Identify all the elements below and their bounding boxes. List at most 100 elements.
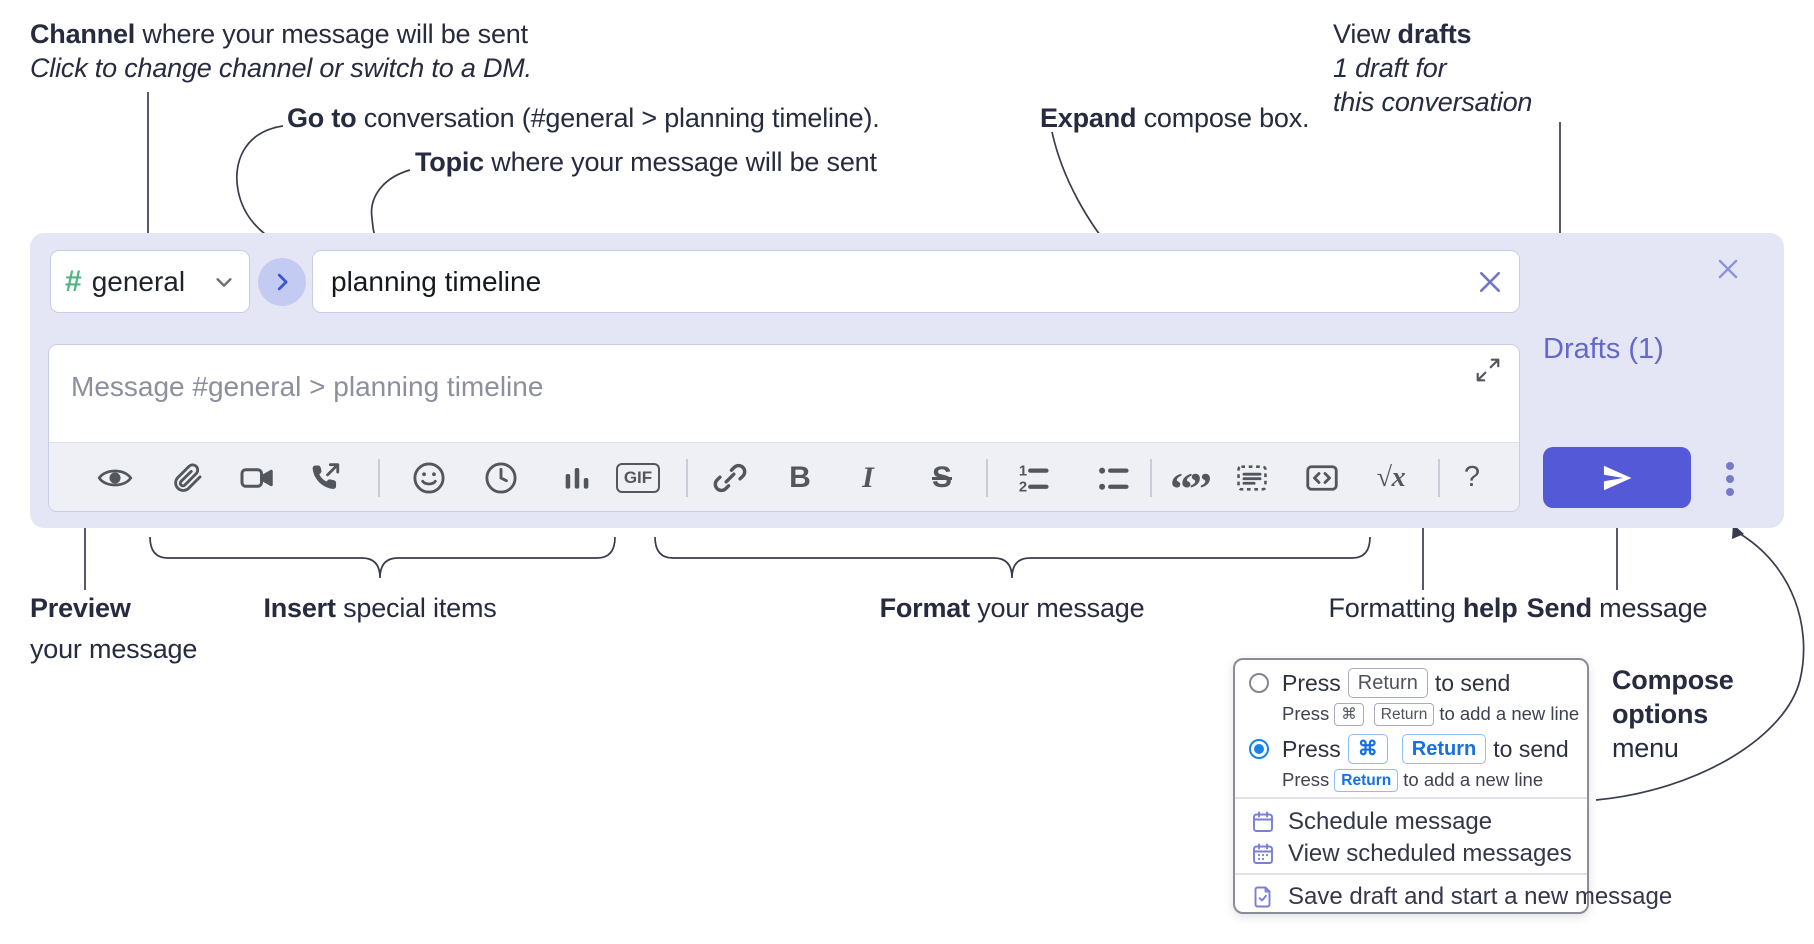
formatting-help-annotation: Formatting help	[1328, 593, 1518, 623]
return-keycap: Return	[1334, 768, 1399, 792]
italic-button[interactable]: I	[842, 452, 894, 504]
code-block-button[interactable]	[1226, 452, 1278, 504]
formatting-help-button[interactable]: ?	[1446, 452, 1498, 504]
video-clip-button[interactable]	[231, 452, 283, 504]
cmd-keycap: ⌘	[1334, 702, 1364, 726]
link-icon	[713, 463, 747, 492]
channel-hash-icon: #	[65, 264, 82, 298]
attach-file-button[interactable]	[161, 452, 213, 504]
menu-option-cmd-return-to-send-sub: Press Return to add a new line	[1282, 768, 1544, 792]
radio-unselected[interactable]	[1249, 673, 1269, 693]
audio-call-button[interactable]	[299, 452, 351, 504]
topic-leader-line	[370, 169, 411, 242]
expand-compose-button[interactable]	[1471, 353, 1505, 387]
smiley-icon	[413, 461, 445, 494]
view-drafts-annotation-line3: this conversation	[1333, 87, 1533, 117]
goto-leader-line	[236, 125, 284, 245]
quote-button[interactable]: “”	[1163, 452, 1215, 512]
code-block-icon	[1237, 464, 1267, 491]
eye-icon	[97, 469, 133, 486]
menu-divider	[1235, 797, 1587, 799]
close-compose-button[interactable]	[1708, 249, 1748, 289]
goto-annotation: Go to conversation (#general > planning …	[287, 103, 880, 133]
kebab-icon	[1726, 462, 1734, 470]
code-button[interactable]	[1296, 452, 1348, 504]
bulleted-list-icon	[1099, 467, 1129, 490]
compose-options-button[interactable]	[1712, 461, 1748, 497]
formula-icon: √x	[1376, 461, 1406, 493]
svg-text:2: 2	[1019, 479, 1027, 495]
formula-button[interactable]: √x	[1365, 452, 1417, 504]
insert-brace	[149, 536, 616, 579]
quote-icon: “”	[1170, 462, 1212, 512]
close-icon	[1718, 259, 1738, 279]
view-drafts-annotation: View drafts	[1333, 19, 1472, 49]
save-draft-icon	[1251, 885, 1275, 909]
chevron-down-icon	[216, 277, 232, 287]
cmd-keycap: ⌘	[1347, 734, 1388, 764]
send-annotation: Send message	[1526, 593, 1708, 623]
drafts-link[interactable]: Drafts (1)	[1543, 333, 1664, 365]
bulleted-list-button[interactable]	[1087, 452, 1139, 504]
menu-item-view-scheduled[interactable]: View scheduled messages	[1235, 838, 1587, 869]
gif-icon: GIF	[615, 462, 661, 493]
preview-button[interactable]	[89, 452, 141, 504]
return-keycap: Return	[1347, 668, 1428, 698]
message-block: GIF B I S 12	[48, 344, 1520, 512]
channel-annotation-bold: Channel	[30, 19, 136, 49]
insert-link-button[interactable]	[704, 452, 756, 504]
menu-option-cmd-return-to-send[interactable]: Press ⌘ Return to send	[1235, 734, 1587, 764]
expand-annotation: Expand compose box.	[1040, 103, 1310, 133]
preview-annotation: Preview	[30, 593, 131, 623]
bar-chart-icon	[565, 467, 589, 489]
expand-icon	[1476, 358, 1500, 382]
radio-selected[interactable]	[1249, 739, 1269, 759]
goto-conversation-button[interactable]	[258, 258, 306, 306]
strikethrough-button[interactable]: S	[916, 452, 968, 504]
strikethrough-icon: S	[931, 460, 952, 494]
menu-item-save-draft[interactable]: Save draft and start a new message	[1235, 881, 1672, 913]
phone-call-icon	[312, 462, 340, 489]
compose-options-annotation: Compose	[1612, 665, 1734, 695]
return-keycap: Return	[1373, 702, 1435, 726]
message-input[interactable]	[49, 345, 1451, 403]
send-button[interactable]	[1543, 447, 1691, 508]
toolbar-separator	[686, 458, 688, 497]
gif-button[interactable]: GIF	[612, 452, 664, 504]
help-icon: ?	[1463, 461, 1481, 493]
calendar-icon	[1251, 810, 1275, 834]
bold-button[interactable]: B	[774, 452, 826, 504]
channel-name: general	[91, 265, 186, 297]
schedule-button[interactable]	[475, 452, 527, 504]
compose-box: # general	[30, 233, 1784, 528]
menu-option-return-to-send-sub: Press ⌘ Return to add a new line	[1282, 702, 1580, 726]
channel-selector[interactable]: # general	[50, 250, 250, 313]
video-camera-icon	[240, 467, 273, 488]
menu-option-return-to-send[interactable]: Press Return to send	[1235, 668, 1587, 698]
svg-text:1: 1	[1019, 463, 1027, 479]
italic-icon: I	[862, 460, 874, 494]
compose-options-annotation-line3: menu	[1612, 733, 1679, 763]
preview-annotation-line2: your message	[30, 634, 198, 664]
close-icon	[1479, 271, 1501, 292]
compose-options-menu: Press Return to send Press ⌘ Return to a…	[1233, 658, 1672, 914]
channel-annotation: Channel where your message will be sent	[30, 19, 528, 49]
code-icon	[1306, 464, 1338, 491]
emoji-button[interactable]	[403, 452, 455, 504]
topic-input[interactable]	[313, 265, 1469, 298]
toolbar-separator	[378, 458, 380, 497]
channel-annotation-sub: Click to change channel or switch to a D…	[30, 53, 532, 83]
message-area	[49, 345, 1519, 442]
format-annotation: Format your message	[879, 593, 1145, 623]
menu-divider	[1235, 873, 1587, 875]
menu-item-schedule-message[interactable]: Schedule message	[1235, 806, 1587, 837]
toolbar-separator	[1150, 458, 1152, 497]
poll-button[interactable]	[551, 452, 603, 504]
return-keycap: Return	[1401, 734, 1487, 764]
clock-icon	[485, 461, 517, 494]
clear-topic-button[interactable]	[1469, 261, 1511, 303]
compose-options-annotation-line2: options	[1612, 699, 1709, 729]
topic-field	[312, 250, 1520, 313]
